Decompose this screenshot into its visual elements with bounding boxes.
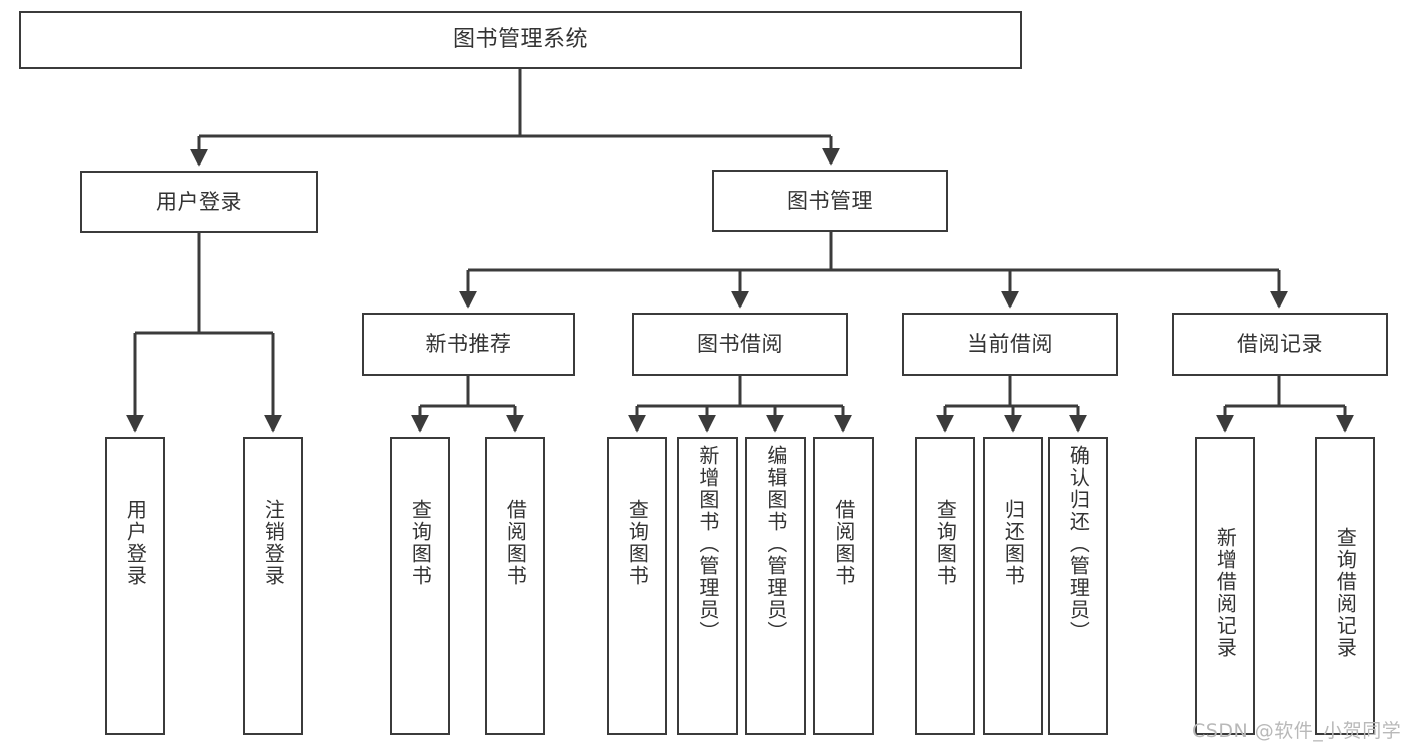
node-leaf-query-record[interactable]: 查询借阅记录 [1315, 437, 1375, 735]
node-leaf-query-book-3-label: 查询图书 [933, 499, 958, 587]
node-leaf-user-logout[interactable]: 注销登录 [243, 437, 303, 735]
node-user-login[interactable]: 用户登录 [80, 171, 318, 233]
node-book-manage[interactable]: 图书管理 [712, 170, 948, 232]
node-new-book-rec[interactable]: 新书推荐 [362, 313, 575, 376]
node-leaf-borrow-book-1-label: 借阅图书 [503, 499, 528, 587]
node-current-borrow-label: 当前借阅 [967, 332, 1053, 357]
node-leaf-query-book-2[interactable]: 查询图书 [607, 437, 667, 735]
node-borrow-record-label: 借阅记录 [1237, 332, 1323, 357]
node-book-manage-label: 图书管理 [787, 188, 873, 213]
node-book-borrow-label: 图书借阅 [697, 332, 783, 357]
node-leaf-edit-book-label: 编辑图书（管理员） [763, 445, 788, 643]
node-leaf-query-book-3[interactable]: 查询图书 [915, 437, 975, 735]
node-leaf-user-login[interactable]: 用户登录 [105, 437, 165, 735]
node-leaf-borrow-book-1[interactable]: 借阅图书 [485, 437, 545, 735]
node-leaf-query-book-2-label: 查询图书 [625, 499, 650, 587]
node-leaf-user-login-label: 用户登录 [123, 499, 148, 587]
node-leaf-confirm-return-label: 确认归还（管理员） [1066, 445, 1091, 643]
node-leaf-edit-book[interactable]: 编辑图书（管理员） [745, 437, 806, 735]
node-leaf-confirm-return[interactable]: 确认归还（管理员） [1048, 437, 1108, 735]
node-leaf-add-book[interactable]: 新增图书（管理员） [677, 437, 738, 735]
node-leaf-return-book[interactable]: 归还图书 [983, 437, 1043, 735]
node-book-borrow[interactable]: 图书借阅 [632, 313, 848, 376]
node-leaf-borrow-book-2-label: 借阅图书 [831, 499, 856, 587]
node-new-book-rec-label: 新书推荐 [425, 332, 512, 357]
node-leaf-return-book-label: 归还图书 [1001, 499, 1026, 587]
watermark: CSDN @软件_小贺同学 [1192, 720, 1402, 742]
node-leaf-add-record[interactable]: 新增借阅记录 [1195, 437, 1255, 735]
node-leaf-query-book-1-label: 查询图书 [408, 499, 433, 587]
node-root-label: 图书管理系统 [452, 27, 588, 53]
node-leaf-query-record-label: 查询借阅记录 [1333, 527, 1358, 659]
node-leaf-borrow-book-2[interactable]: 借阅图书 [813, 437, 874, 735]
node-current-borrow[interactable]: 当前借阅 [902, 313, 1118, 376]
node-leaf-add-book-label: 新增图书（管理员） [695, 445, 720, 643]
node-leaf-add-record-label: 新增借阅记录 [1213, 527, 1238, 659]
node-root[interactable]: 图书管理系统 [19, 11, 1022, 69]
node-user-login-label: 用户登录 [156, 189, 242, 214]
node-borrow-record[interactable]: 借阅记录 [1172, 313, 1388, 376]
node-leaf-user-logout-label: 注销登录 [261, 499, 286, 587]
node-leaf-query-book-1[interactable]: 查询图书 [390, 437, 450, 735]
